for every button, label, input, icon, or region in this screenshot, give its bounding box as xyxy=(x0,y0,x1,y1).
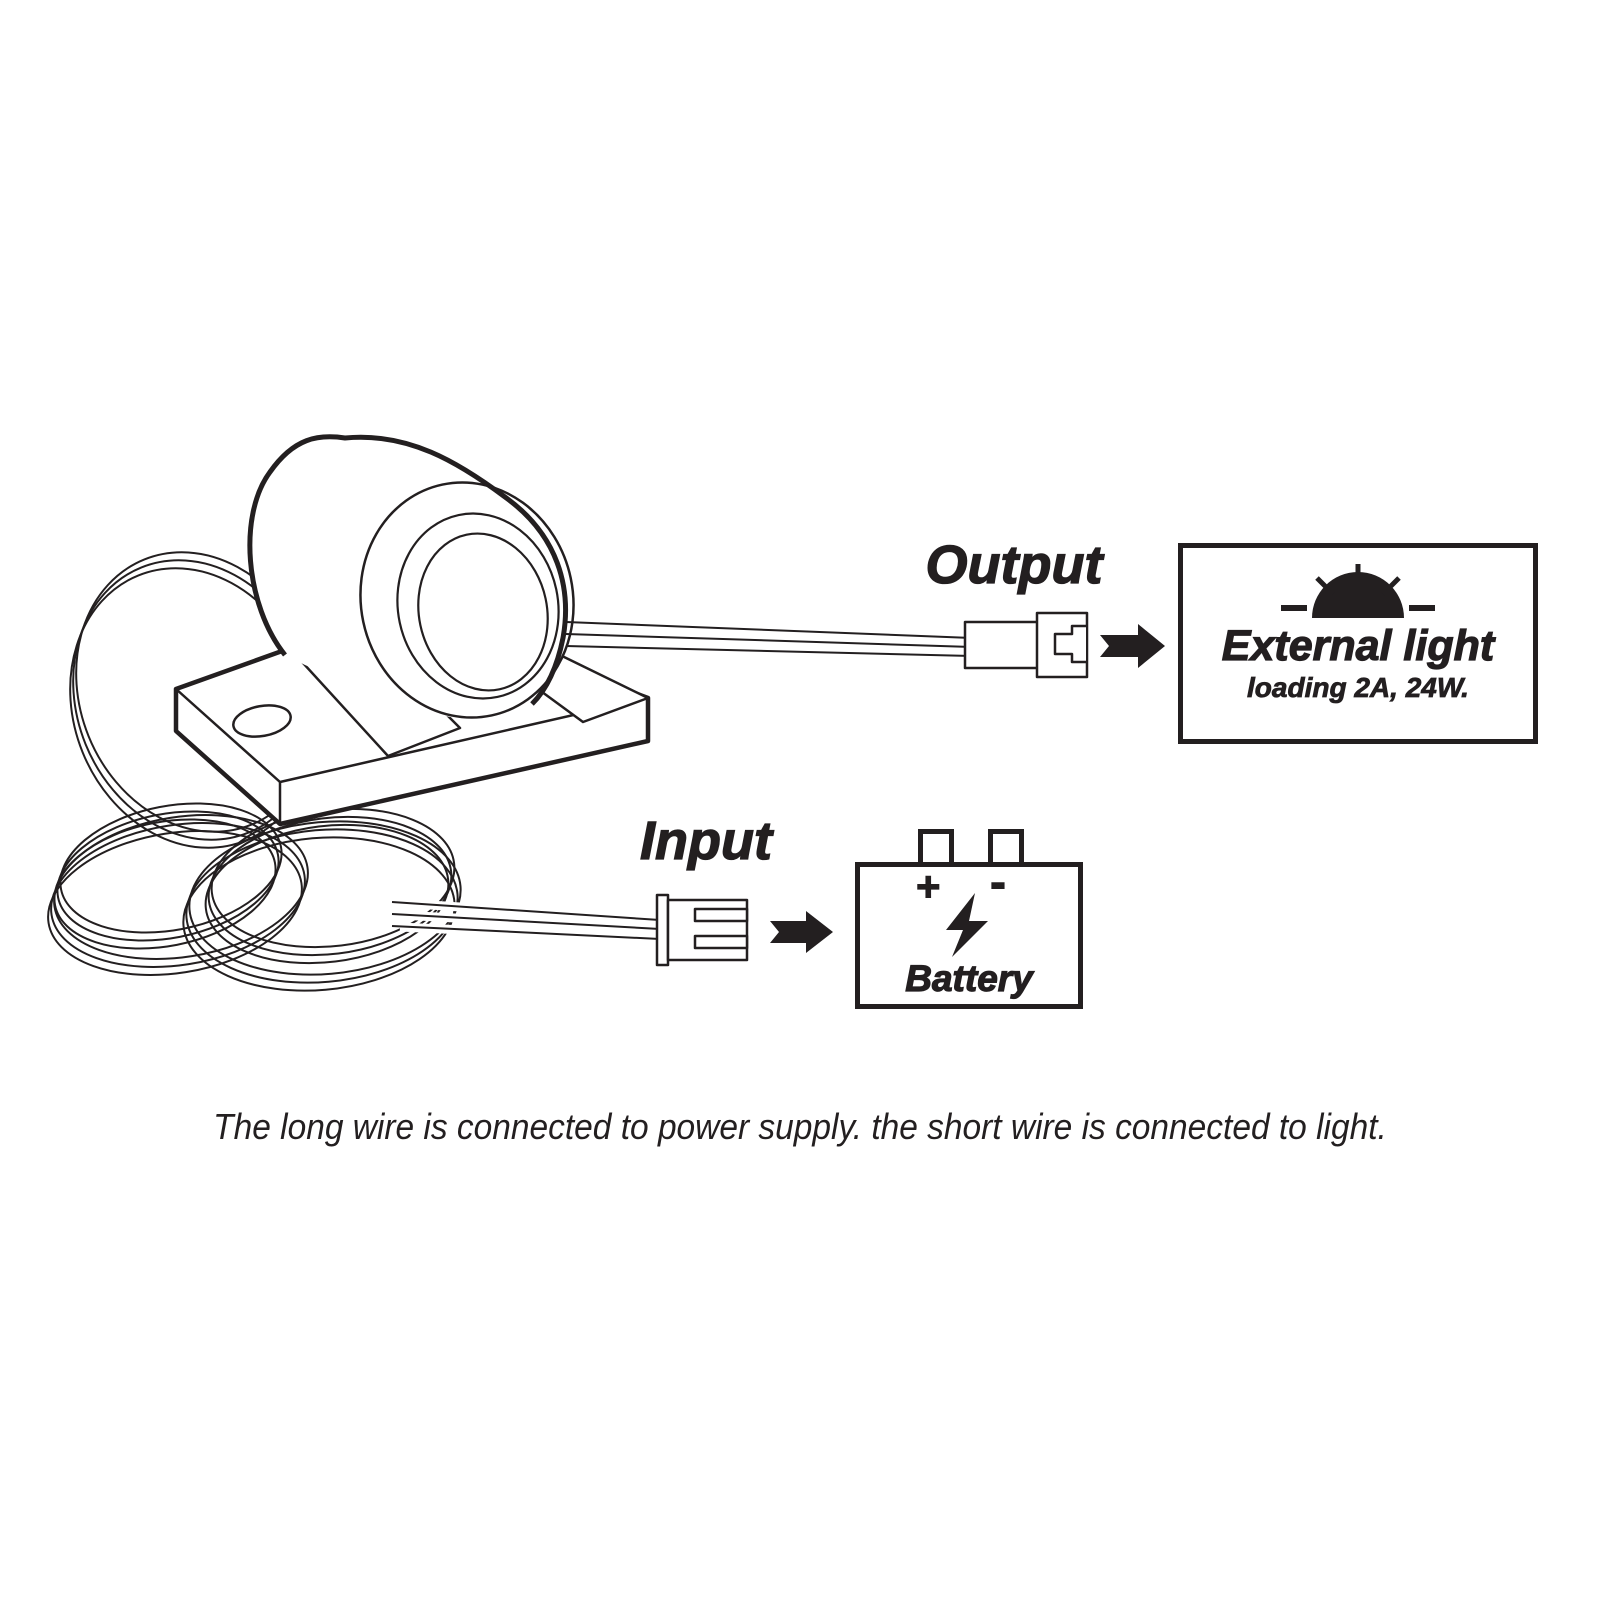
output-wire xyxy=(565,621,973,657)
input-wire xyxy=(391,898,661,944)
device-cylinder xyxy=(247,434,575,719)
output-label: Output xyxy=(925,534,1103,595)
input-connector xyxy=(655,893,749,967)
external-light-subtitle: loading 2A, 24W. xyxy=(1247,672,1470,704)
input-label: Input xyxy=(639,810,772,871)
output-arrow-icon xyxy=(1100,624,1165,668)
plus-sign: + xyxy=(916,863,942,911)
input-arrow-icon xyxy=(770,911,833,953)
battery-label: Battery xyxy=(905,957,1034,999)
coil-wire xyxy=(28,514,469,1003)
output-connector xyxy=(963,611,1089,679)
external-light-title: External light xyxy=(1221,622,1495,670)
lightning-icon xyxy=(946,893,988,957)
external-light-box: External light loading 2A, 24W. xyxy=(1178,543,1538,744)
mounting-hole xyxy=(232,704,292,738)
battery-box: + - Battery xyxy=(855,856,1083,1009)
sun-icon xyxy=(1281,564,1435,618)
battery-terminal-positive xyxy=(918,829,954,867)
minus-sign: - xyxy=(990,856,1007,910)
battery-terminal-negative xyxy=(988,829,1024,867)
caption: The long wire is connected to power supp… xyxy=(213,1106,1387,1147)
